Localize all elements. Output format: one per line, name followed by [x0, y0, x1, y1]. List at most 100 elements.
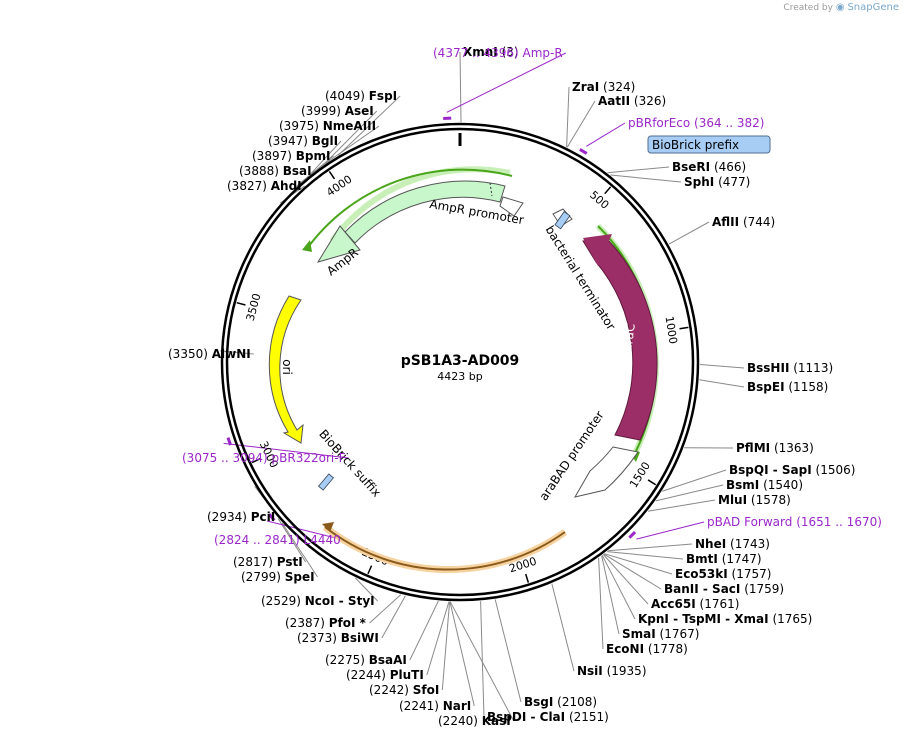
enzyme-position: (324)	[603, 80, 635, 94]
enzyme-site-asei[interactable]: (3999) AseI	[301, 104, 374, 118]
enzyme-site-bspei[interactable]: BspEI (1158)	[747, 380, 828, 394]
enzyme-site-pfoi[interactable]: (2387) PfoI *	[285, 616, 367, 630]
tick-mark-1000	[679, 326, 689, 330]
enzyme-site-psti[interactable]: (2817) PstI	[233, 555, 303, 569]
tick-mark-1500	[647, 479, 657, 486]
enzyme-site-eco53ki[interactable]: Eco53kI (1757)	[675, 567, 771, 581]
enzyme-site-pluti[interactable]: (2244) PluTI	[346, 668, 424, 682]
orf-orange-arrowhead	[322, 522, 334, 532]
enzyme-site-econi[interactable]: EcoNI (1778)	[606, 642, 688, 656]
leader-psti	[277, 518, 307, 563]
leader-pluti	[426, 601, 450, 676]
enzyme-site-nsii[interactable]: NsiI (1935)	[577, 664, 647, 678]
primer-pbrforeco[interactable]: pBRforEco (364 .. 382)	[628, 116, 764, 130]
primer-l4440[interactable]: (2824 .. 2841) L4440	[214, 533, 341, 547]
enzyme-site-bsai[interactable]: (3888) BsaI	[239, 164, 312, 178]
enzyme-site-ahdi[interactable]: (3827) AhdI	[227, 179, 302, 193]
enzyme-site-sphi[interactable]: SphI (477)	[684, 175, 750, 189]
enzyme-name: BmtI	[686, 552, 718, 566]
enzyme-site-xmni[interactable]: XmnI (3)	[463, 45, 519, 59]
enzyme-site-nhei[interactable]: NheI (1743)	[695, 537, 770, 551]
leader-bspdi-clai	[480, 601, 485, 718]
enzyme-site-zrai[interactable]: ZraI (324)	[572, 80, 635, 94]
primer-range: (2824 .. 2841)	[214, 533, 300, 547]
enzyme-name: XmnI	[463, 45, 498, 59]
enzyme-position: (1759)	[744, 582, 784, 596]
credit-prefix: Created by	[783, 3, 833, 13]
enzyme-site-bgli[interactable]: (3947) BglI	[268, 134, 338, 148]
enzyme-site-bsgi[interactable]: BsgI (2108)	[524, 695, 597, 709]
enzyme-position: (2817)	[233, 555, 273, 569]
enzyme-site-bmti[interactable]: BmtI (1747)	[686, 552, 762, 566]
leader-aatii	[566, 100, 596, 148]
enzyme-site-pcii[interactable]: (2934) PciI	[207, 510, 275, 524]
enzyme-position: (3827)	[227, 179, 267, 193]
enzyme-site-sfoi[interactable]: (2242) SfoI	[369, 683, 439, 697]
enzyme-site-bspqi-sapi[interactable]: BspQI - SapI (1506)	[729, 463, 855, 477]
enzyme-site-pflmi[interactable]: PflMI (1363)	[736, 441, 814, 455]
enzyme-position: (1113)	[793, 361, 833, 375]
enzyme-site-alwni[interactable]: (3350) AlwNI	[168, 347, 251, 361]
primer-pbad-forward[interactable]: pBAD Forward (1651 .. 1670)	[707, 515, 882, 529]
plasmid-name: pSB1A3-AD009	[401, 353, 520, 369]
enzyme-position: (477)	[718, 175, 750, 189]
enzyme-position: (1578)	[751, 493, 791, 507]
primer-pbr322ori-f[interactable]: (3075 .. 3094) pBR322ori-F	[182, 451, 346, 465]
primer-labels: (4377 .. 4396) Amp-R pBRforEco (364 .. 3…	[182, 46, 882, 547]
enzyme-name: NsiI	[577, 664, 603, 678]
arac-feature	[582, 239, 658, 441]
enzyme-site-aflii[interactable]: AflII (744)	[712, 215, 775, 229]
primer-marker-pbad-forward	[628, 530, 637, 539]
leader-sphi	[610, 174, 682, 183]
arabad-promoter-arrow	[573, 446, 639, 498]
leader-econi	[598, 557, 604, 650]
enzyme-site-bseri[interactable]: BseRI (466)	[672, 160, 746, 174]
enzyme-site-bpmi[interactable]: (3897) BpmI	[252, 149, 330, 163]
enzyme-site-kpni-tspmi-xmai[interactable]: KpnI - TspMI - XmaI (1765)	[638, 612, 812, 626]
biobrick-prefix-label: BioBrick prefix	[652, 138, 739, 152]
enzyme-position: (466)	[714, 160, 746, 174]
enzyme-position: (3)	[502, 45, 519, 59]
enzyme-position: (1506)	[816, 463, 856, 477]
primer-name: Amp-R	[523, 46, 563, 60]
enzyme-site-banii-saci[interactable]: BanII - SacI (1759)	[664, 582, 784, 596]
enzyme-site-fspi[interactable]: (4049) FspI	[325, 89, 397, 103]
enzyme-name: AlwNI	[212, 347, 251, 361]
enzyme-site-ncoi-styi[interactable]: (2529) NcoI - StyI	[261, 594, 375, 608]
primer-leader-pbrforeco	[586, 122, 626, 147]
tick-mark-2500	[367, 565, 373, 575]
enzyme-site-bsmi[interactable]: BsmI (1540)	[726, 478, 803, 492]
leader-xmni	[459, 51, 462, 123]
enzyme-name: SmaI	[622, 627, 656, 641]
enzyme-site-acc65i[interactable]: Acc65I (1761)	[651, 597, 739, 611]
enzyme-site-aatii[interactable]: AatII (326)	[598, 94, 666, 108]
enzyme-site-bsaai[interactable]: (2275) BsaAI	[325, 653, 407, 667]
primer-leader-pbr322ori-f	[223, 442, 349, 459]
enzyme-position: (326)	[634, 94, 666, 108]
biobrick-suffix-mark	[317, 473, 335, 491]
enzyme-name: SpeI	[285, 570, 315, 584]
plasmid-size: 4423 bp	[437, 370, 482, 383]
enzyme-position: (744)	[743, 215, 775, 229]
enzyme-name: BsgI	[524, 695, 553, 709]
enzyme-site-kasi[interactable]: (2240) KasI	[438, 714, 511, 728]
enzyme-site-bsshii[interactable]: BssHII (1113)	[747, 361, 833, 375]
enzyme-name: BsaAI	[369, 653, 407, 667]
enzyme-site-nari[interactable]: (2241) NarI	[399, 699, 471, 713]
primer-marker-pbrforeco	[579, 148, 588, 155]
enzyme-site-smai[interactable]: SmaI (1767)	[622, 627, 699, 641]
leader-bsgi	[494, 599, 522, 703]
enzyme-name: BsmI	[726, 478, 759, 492]
enzyme-site-bspdi-clai[interactable]: BspDI - ClaI (2151)	[487, 710, 609, 724]
enzyme-site-mlui[interactable]: MluI (1578)	[718, 493, 791, 507]
leader-nhei	[608, 543, 693, 552]
enzyme-site-bsiwi[interactable]: (2373) BsiWI	[297, 631, 379, 645]
leader-lines	[220, 51, 745, 722]
enzyme-site-nmeaiii[interactable]: (3975) NmeAIII	[279, 119, 376, 133]
primer-amp-r[interactable]: (4377 .. 4396) Amp-R	[433, 46, 563, 60]
enzyme-position: (2151)	[569, 710, 609, 724]
enzyme-position: (1778)	[648, 642, 688, 656]
leader-mlui	[647, 499, 716, 512]
enzyme-site-spei[interactable]: (2799) SpeI	[241, 570, 315, 584]
leader-aflii	[668, 221, 710, 245]
